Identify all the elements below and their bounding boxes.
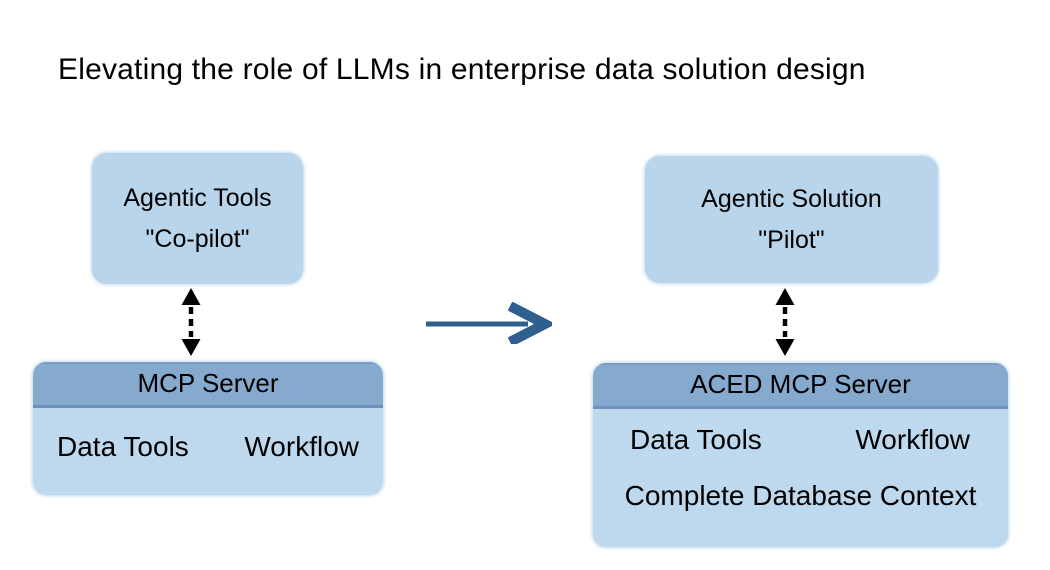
mcp-workflow-label: Workflow	[244, 430, 359, 462]
agentic-solution-box: Agentic Solution "Pilot"	[645, 156, 938, 283]
aced-mcp-server-box: ACED MCP Server Data Tools Workflow Comp…	[593, 363, 1008, 547]
aced-mcp-server-body: Data Tools Workflow Complete Database Co…	[593, 409, 1008, 547]
agentic-tools-subtitle: "Co-pilot"	[145, 225, 250, 253]
mcp-server-row: Data Tools Workflow	[33, 431, 383, 463]
mcp-server-box: MCP Server Data Tools Workflow	[33, 362, 383, 495]
complete-database-context-label: Complete Database Context	[624, 480, 977, 511]
right-arrow-icon	[426, 302, 552, 344]
agentic-solution-subtitle: "Pilot"	[758, 226, 825, 254]
bidirectional-dashed-arrow-icon	[181, 288, 201, 356]
mcp-server-body: Data Tools Workflow	[33, 408, 383, 495]
mcp-data-tools-label: Data Tools	[57, 430, 189, 462]
aced-mcp-server-header: ACED MCP Server	[593, 363, 1008, 409]
mcp-server-header: MCP Server	[33, 362, 383, 408]
bidirectional-dashed-arrow-icon	[775, 288, 795, 356]
agentic-solution-label: Agentic Solution	[701, 185, 882, 213]
page-title: Elevating the role of LLMs in enterprise…	[58, 53, 866, 86]
aced-server-row: Data Tools Workflow	[593, 424, 1008, 456]
aced-workflow-label: Workflow	[855, 424, 970, 455]
agentic-tools-box: Agentic Tools "Co-pilot"	[92, 153, 303, 284]
agentic-tools-label: Agentic Tools	[123, 184, 272, 212]
aced-data-tools-label: Data Tools	[630, 424, 762, 455]
